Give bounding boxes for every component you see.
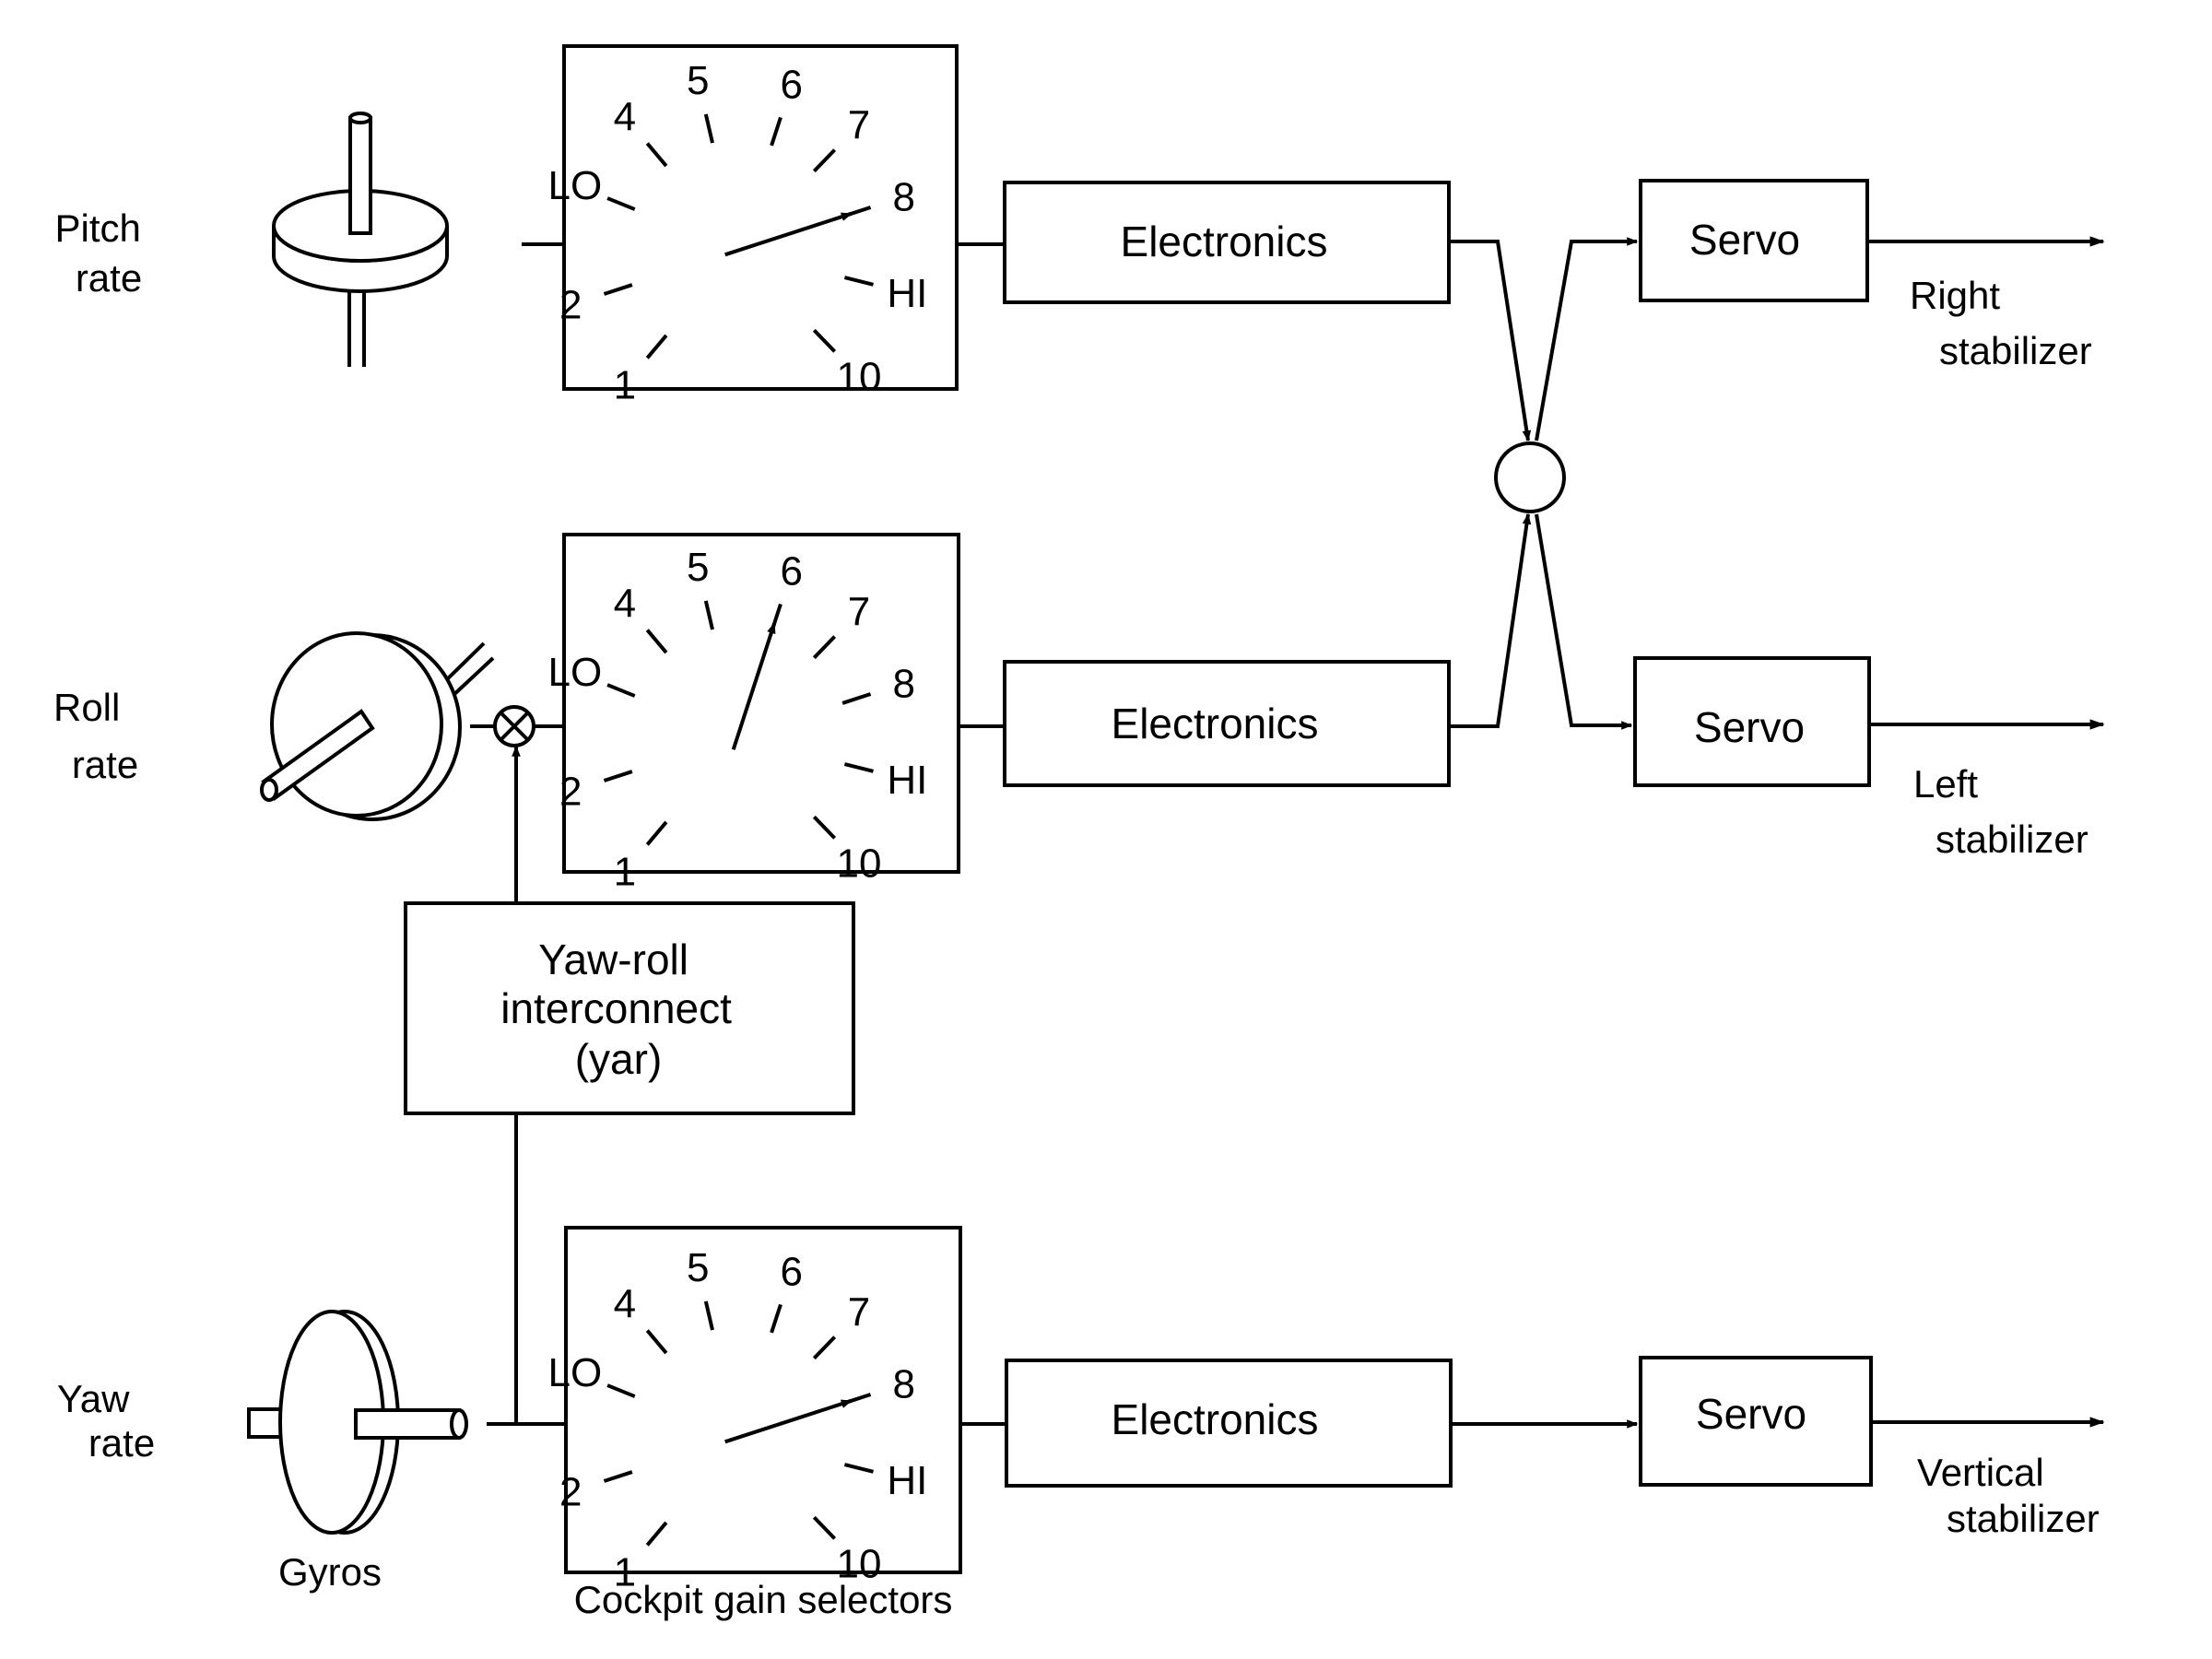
dial-tick-label: 8 — [892, 174, 914, 219]
dial-tick-label: 5 — [687, 1245, 709, 1290]
dial-tick-label: 4 — [614, 1281, 636, 1326]
dial-tick-mark — [841, 692, 872, 705]
dial-tick-label: 7 — [848, 589, 870, 634]
electronics-label-yaw: Electronics — [1112, 1395, 1319, 1443]
dial-tick-mark — [645, 334, 668, 359]
yaw-roll-interconnect-label: Yaw-roll interconnect (yar) — [500, 935, 743, 1083]
dial-tick-label: 5 — [687, 545, 709, 590]
dial-tick-mark — [843, 1463, 874, 1474]
dial-tick-mark — [812, 1335, 837, 1360]
gain-selector-frame — [562, 533, 960, 874]
dial-tick-mark — [606, 196, 636, 211]
dial-tick-label: LO — [547, 163, 602, 208]
dial-tick-label: 2 — [559, 770, 582, 815]
dial-tick-mark — [843, 762, 874, 773]
dial-tick-label: 8 — [892, 661, 914, 706]
dial-pointer[interactable] — [731, 622, 777, 750]
dial-tick-mark — [812, 328, 837, 353]
electronics-box-roll — [1003, 660, 1451, 787]
dial-tick-mark — [812, 815, 837, 840]
dial-tick-label: 6 — [780, 1249, 802, 1294]
servo-label-left: Servo — [1694, 703, 1805, 751]
dial-tick-label: 1 — [614, 850, 636, 895]
roll-rate-label: Roll rate — [53, 686, 138, 786]
dial-pointer[interactable] — [724, 211, 853, 257]
dial-tick-mark — [603, 1470, 633, 1483]
servo-label-vertical: Servo — [1696, 1390, 1806, 1438]
right-stabilizer-label: Right stabilizer — [1910, 274, 2092, 372]
pitch-to-mixer-line — [1449, 240, 1532, 442]
dial-tick-label: 8 — [892, 1361, 914, 1406]
dial-tick-label: 6 — [780, 548, 802, 594]
dial-tick-label: 7 — [848, 102, 870, 147]
cockpit-gain-selectors-caption: Cockpit gain selectors — [574, 1578, 953, 1621]
gain-selector-frame — [564, 1226, 962, 1574]
dial-tick-label: 10 — [837, 1542, 882, 1587]
pitch-rate-label: Pitch rate — [54, 206, 151, 300]
dial-tick-mark — [645, 1521, 668, 1547]
pitch-gyro-icon — [272, 112, 449, 367]
electronics-label-roll: Electronics — [1112, 700, 1319, 747]
dial-tick-mark — [606, 1383, 636, 1398]
dial-tick-mark — [703, 113, 714, 144]
dial-tick-label: 4 — [614, 94, 636, 139]
electronics-box-pitch — [1003, 181, 1451, 304]
dial-tick-label: 10 — [837, 841, 882, 887]
dial-tick-mark — [645, 820, 668, 846]
dial-tick-label: 1 — [614, 363, 636, 408]
gain-selector-frame — [562, 44, 959, 391]
electronics-label-pitch: Electronics — [1121, 218, 1328, 265]
gyros-caption: Gyros — [278, 1550, 382, 1594]
electronics-box-yaw — [1005, 1359, 1453, 1488]
dial-tick-label: 4 — [614, 581, 636, 626]
roll-gyro-icon — [260, 631, 495, 821]
dial-tick-mark — [645, 629, 668, 654]
servo-box-right — [1639, 179, 1869, 302]
mixer-to-left-servo-line — [1535, 513, 1633, 730]
dial-tick-mark — [812, 148, 837, 173]
dial-pointer[interactable] — [724, 1398, 853, 1444]
dial-tick-mark — [812, 1515, 837, 1540]
dial-tick-mark — [770, 116, 782, 147]
dial-tick-label: 2 — [559, 1470, 582, 1515]
servo-box-left — [1633, 656, 1871, 787]
dial-tick-mark — [703, 1300, 714, 1331]
dial-tick-label: 6 — [780, 62, 802, 107]
roll-to-mixer-line — [1449, 512, 1532, 728]
dial-tick-mark — [645, 142, 668, 168]
dial-tick-label: 1 — [614, 1550, 636, 1595]
dial-tick-mark — [843, 276, 874, 287]
dial-tick-label: 10 — [837, 355, 882, 400]
yaw-roll-interconnect-box — [404, 901, 855, 1115]
yaw-gyro-icon — [247, 1310, 468, 1535]
dial-tick-label: LO — [547, 650, 602, 695]
dial-tick-mark — [703, 600, 714, 630]
dial-tick-label: HI — [887, 758, 927, 803]
dial-tick-mark — [645, 1329, 668, 1355]
dial-tick-label: HI — [887, 1458, 927, 1503]
dial-tick-mark — [770, 1303, 782, 1334]
dial-tick-mark — [606, 683, 636, 698]
dial-tick-label: LO — [547, 1350, 602, 1395]
dial-tick-mark — [812, 635, 837, 660]
pitch-roll-mixer — [1494, 441, 1566, 513]
servo-label-right: Servo — [1689, 216, 1800, 264]
dial-tick-label: 2 — [559, 283, 582, 328]
dial-tick-mark — [603, 283, 633, 296]
dial-tick-mark — [603, 770, 633, 782]
vertical-stabilizer-label: Vertical stabilizer — [1917, 1451, 2100, 1540]
mixer-to-right-servo-line — [1535, 237, 1639, 441]
dial-tick-label: 5 — [687, 58, 709, 103]
dial-tick-label: 7 — [848, 1289, 870, 1335]
left-stabilizer-label: Left stabilizer — [1913, 762, 2088, 861]
dial-tick-label: HI — [887, 271, 927, 316]
yaw-rate-label: Yaw rate — [57, 1377, 155, 1465]
